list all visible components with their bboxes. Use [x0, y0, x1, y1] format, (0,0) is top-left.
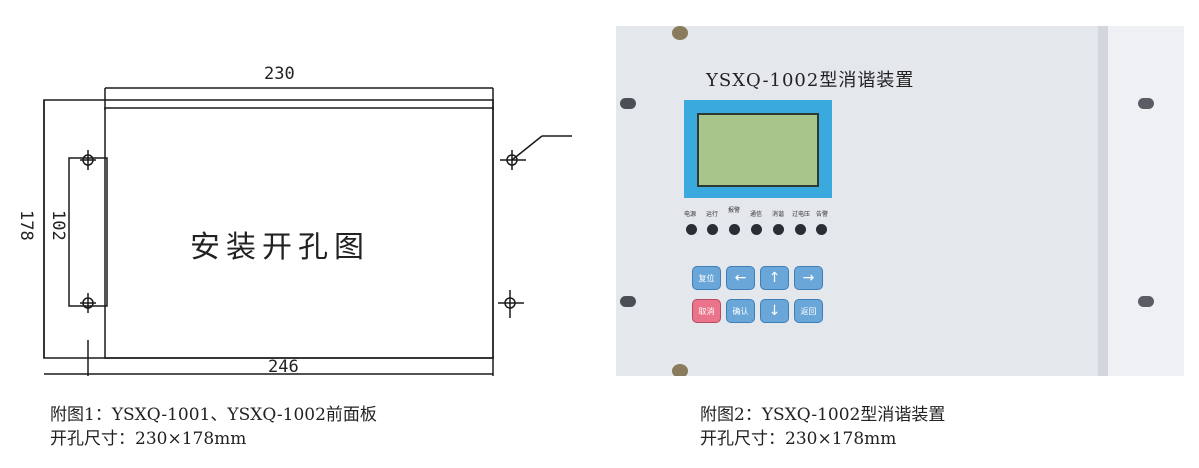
led-label: 消谐 [772, 211, 785, 218]
mount-slot-icon [620, 98, 636, 109]
lcd-screen [697, 113, 819, 187]
return-button[interactable]: 返回 [794, 299, 823, 323]
figure2-caption-line2: 开孔尺寸：230×178mm [700, 429, 897, 449]
up-arrow-button[interactable]: ↑ [760, 266, 789, 290]
inner-slot [68, 157, 108, 307]
cutout-rect [104, 107, 494, 359]
cutout-drawing [43, 87, 572, 376]
led-label: 过电压 [792, 211, 811, 218]
led-label: 报警 [728, 207, 741, 214]
dim-width: 230 [264, 64, 295, 84]
led-label: 通信 [750, 211, 763, 218]
cancel-button[interactable]: 取消 [692, 299, 721, 323]
figure2-caption-line1: 附图2：YSXQ-1002型消谐装置 [700, 405, 946, 425]
mount-slot-icon [1138, 98, 1154, 109]
device-photo: YSXQ-1002型消谐装置 电源 运行 报警 通信 消谐 过电压 告警 复位 … [616, 26, 1184, 376]
down-arrow-button[interactable]: ↓ [760, 299, 789, 323]
mount-slot-icon [620, 296, 636, 307]
led-alarm-icon [729, 224, 740, 235]
led-warning-icon [816, 224, 827, 235]
reset-button[interactable]: 复位 [692, 266, 721, 290]
led-power-icon [686, 224, 697, 235]
figure1-caption-line2: 开孔尺寸：230×178mm [50, 429, 247, 449]
confirm-button[interactable]: 确认 [726, 299, 755, 323]
led-run-icon [707, 224, 718, 235]
led-label: 电源 [684, 211, 697, 218]
led-label: 告警 [816, 211, 829, 218]
rack-ear [1108, 26, 1184, 376]
dim-bottom: 246 [268, 357, 299, 377]
led-comm-icon [751, 224, 762, 235]
dim-height-outer: 178 [16, 210, 36, 241]
cutout-center-label: 安装开孔图 [190, 230, 370, 265]
right-arrow-button[interactable]: → [794, 266, 823, 290]
lcd-bezel [684, 100, 832, 198]
panel-edge [1098, 26, 1108, 376]
led-harmonic-icon [773, 224, 784, 235]
figure1-caption-line1: 附图1：YSXQ-1001、YSXQ-1002前面板 [50, 405, 377, 425]
left-arrow-button[interactable]: ← [726, 266, 755, 290]
screw-icon [672, 26, 688, 40]
dim-height-inner: 102 [48, 210, 68, 241]
device-title: YSXQ-1002型消谐装置 [706, 70, 915, 91]
led-overvoltage-icon [795, 224, 806, 235]
screw-icon [672, 364, 688, 376]
led-label: 运行 [706, 211, 719, 218]
mount-slot-icon [1138, 296, 1154, 307]
